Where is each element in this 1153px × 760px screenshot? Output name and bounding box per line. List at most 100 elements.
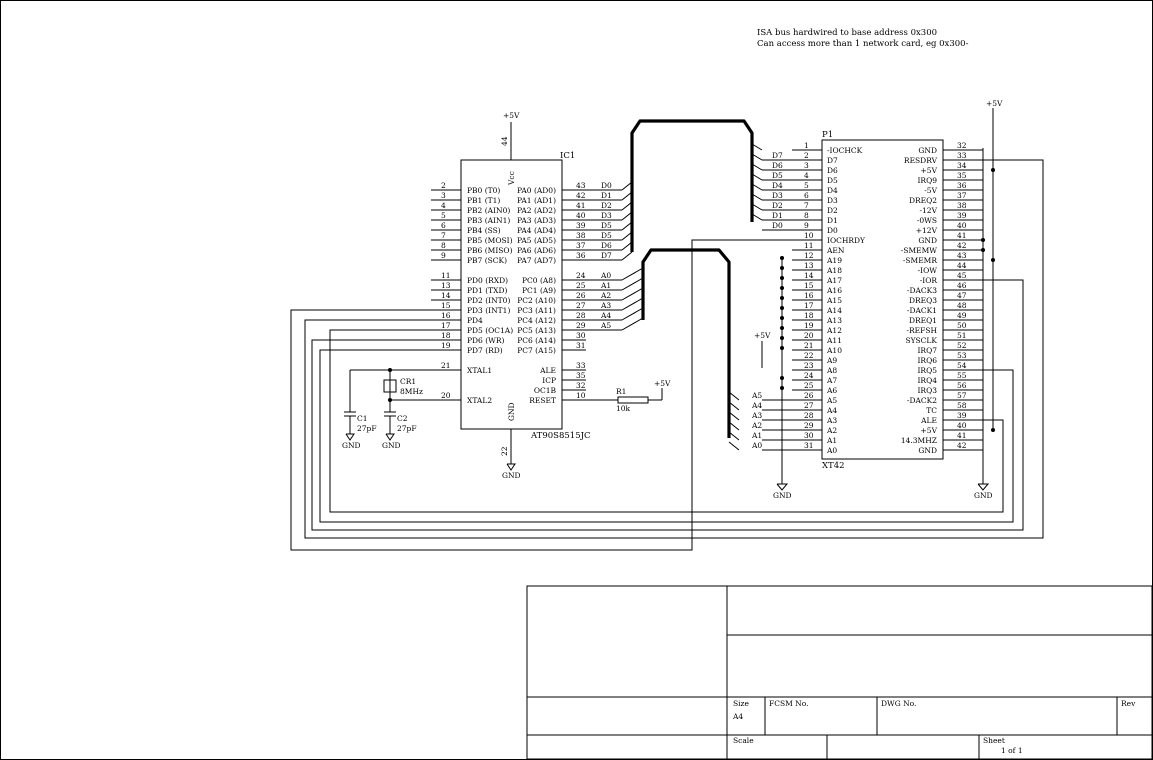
p1-pin-name: A14 <box>826 306 842 315</box>
p1-pin-name: IRQ6 <box>917 356 937 365</box>
bus-entry <box>621 231 633 241</box>
ic1-net-label: A5 <box>600 321 611 330</box>
ic1-pin-number: 30 <box>576 331 586 340</box>
bus-entry <box>621 211 633 221</box>
ic1-pin-name: PA7 (AD7) <box>517 256 556 265</box>
ic1-net-label: A3 <box>600 301 611 310</box>
ic1-pin-name: PC7 (A15) <box>517 346 556 355</box>
ic1-pin-number: 3 <box>441 191 446 200</box>
p1-pin-name: SYSCLK <box>905 336 937 345</box>
p1-pin-number: 34 <box>957 161 967 170</box>
p1-pin-number: 14 <box>804 271 814 280</box>
bus-entry <box>621 241 633 251</box>
bus-entry <box>751 173 763 181</box>
ic1-pin-number: 39 <box>576 221 586 230</box>
p1-net-label: D3 <box>772 191 783 200</box>
bus-entry <box>751 203 763 211</box>
p1-pin-number: 58 <box>957 401 967 410</box>
p1-pin-number: 27 <box>804 401 814 410</box>
ic1-net-label: A0 <box>600 271 611 280</box>
size-label: Size <box>733 699 749 708</box>
bus-entry <box>728 401 740 411</box>
p1-pin-number: 52 <box>957 341 967 350</box>
p1-pin-name: D4 <box>827 186 838 195</box>
ic1-ref: IC1 <box>560 151 575 161</box>
bus-entry <box>621 221 633 231</box>
p1-pin-number: 15 <box>804 281 814 290</box>
p1-pin-number: 42 <box>957 441 967 450</box>
r1-5v-label: +5V <box>654 379 671 388</box>
bus-entry <box>621 201 633 211</box>
ic1-pin-name: PC4 (A12) <box>517 316 556 325</box>
ic1-pin-name: PA4 (AD4) <box>517 226 556 235</box>
control-line-loops <box>290 159 1044 551</box>
ic1-pin-number: 14 <box>441 291 451 300</box>
rev-label: Rev <box>1121 699 1136 708</box>
bus-entry <box>728 391 740 401</box>
p1-pin-number: 4 <box>804 171 809 180</box>
p1-net-label: A0 <box>751 441 762 450</box>
ic1-pin-number: 32 <box>576 381 586 390</box>
loop-wr-iow <box>311 279 1024 531</box>
ic1-pin-number: 43 <box>576 181 586 190</box>
bus-entry <box>621 251 633 261</box>
ic1-pin-name: PA5 (AD5) <box>517 236 556 245</box>
p1-pin-name: A11 <box>826 336 842 345</box>
ic1-part: AT90S8515JC <box>530 431 591 441</box>
bus-entry <box>751 153 763 161</box>
p1-pin-name: A7 <box>826 376 837 385</box>
bus-entry <box>621 287 644 301</box>
p1-net-label: D0 <box>772 221 783 230</box>
bus-entry <box>621 191 633 201</box>
p1-pin-number: 19 <box>804 321 814 330</box>
p1-pin-number: 18 <box>804 311 814 320</box>
note-line-1: ISA bus hardwired to base address 0x300 <box>757 28 937 38</box>
ic1-net-label: D3 <box>601 211 612 220</box>
p1-pin-name: +12V <box>916 226 938 235</box>
p1-pin-name: GND <box>918 236 937 245</box>
c2-gnd-symbol <box>385 433 395 441</box>
p1-ref: P1 <box>822 130 833 140</box>
gnd-symbol-left <box>776 483 789 491</box>
p1-pin-number: 32 <box>957 141 967 150</box>
ic1-pin-name: PB2 (AIN0) <box>467 206 510 215</box>
r1-value: 10k <box>616 404 631 413</box>
p1-pin-name: A15 <box>826 296 842 305</box>
ic1-pin-name: PD3 (INT1) <box>467 306 510 315</box>
ic1-gnd-pin: 22 <box>500 446 509 456</box>
p1-pin-number: 40 <box>957 221 967 230</box>
ic1-net-label: A2 <box>600 291 611 300</box>
bus-entry <box>621 267 644 281</box>
ic1-pin-number: 25 <box>576 281 586 290</box>
p1-pin-number: 38 <box>957 201 967 210</box>
crystal-cr1 <box>383 379 397 393</box>
dwg-label: DWG No. <box>881 699 916 708</box>
p1-pin-name: D0 <box>827 226 838 235</box>
p1-pin-name: -12V <box>920 206 938 215</box>
p1-net-label: A4 <box>751 401 762 410</box>
p1-pin-name: IRQ4 <box>917 376 937 385</box>
ic1-pin-name: PC2 (A10) <box>517 296 556 305</box>
ic1-pin-name: PD6 (WR) <box>467 336 504 345</box>
ic1-pin-number: 16 <box>441 311 451 320</box>
ic1-pin-name: PB4 (SS) <box>467 226 501 235</box>
ic1-pin-number: 41 <box>576 201 586 210</box>
ic1-pin-number: 10 <box>576 391 586 400</box>
p1-pin-name: A13 <box>826 316 842 325</box>
p1-pin-number: 57 <box>957 391 967 400</box>
ic1-pin-number: 17 <box>441 321 451 330</box>
ic1-pin-number: 13 <box>441 281 451 290</box>
bus-entry <box>751 213 763 221</box>
p1-pin-name: A19 <box>826 256 842 265</box>
p1-net-label: D1 <box>772 211 783 220</box>
p1-pin-number: 3 <box>804 161 809 170</box>
ic1-pin-number: 21 <box>441 361 451 370</box>
p1-pin-number: 25 <box>804 381 814 390</box>
ic1-pin-name: ICP <box>542 376 556 385</box>
p1-pin-name: -0WS <box>917 216 937 225</box>
gnd-left-label: GND <box>773 491 792 500</box>
p1-pin-name: ALE <box>920 416 937 425</box>
